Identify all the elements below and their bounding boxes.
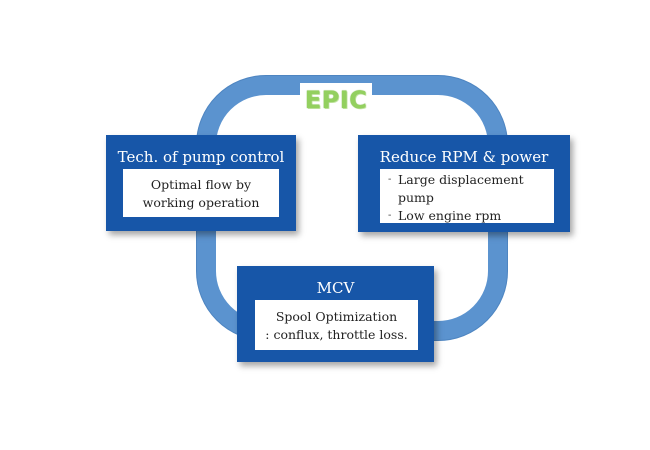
mcv-title: MCV xyxy=(316,279,355,297)
pump-control-box: Tech. of pump control Optimal flow by wo… xyxy=(106,135,296,231)
bullet-mark: - xyxy=(388,174,392,185)
center-label-background xyxy=(300,83,372,117)
pump-control-line: Optimal flow by xyxy=(150,177,252,192)
mcv-body: Spool Optimization : conflux, throttle l… xyxy=(255,300,418,350)
bullet-text: pump xyxy=(398,190,434,205)
bullet-text: Large displacement xyxy=(398,172,524,187)
pump-control-title: Tech. of pump control xyxy=(117,148,285,166)
bullet-item: - Large displacement xyxy=(388,171,548,189)
pump-control-line: working operation xyxy=(142,195,260,210)
reduce-rpm-title: Reduce RPM & power xyxy=(379,148,549,166)
reduce-rpm-box: Reduce RPM & power - Large displacement … xyxy=(358,135,570,232)
bullet-item: - Low engine rpm xyxy=(388,207,548,225)
mcv-line: Spool Optimization xyxy=(275,309,398,324)
bullet-mark: - xyxy=(388,210,392,221)
center-label: EPIC xyxy=(304,86,368,114)
bullet-text: Low engine rpm xyxy=(398,208,502,223)
bullet-item: pump xyxy=(388,189,548,207)
reduce-rpm-body: - Large displacement pump - Low engine r… xyxy=(380,169,554,223)
mcv-line: : conflux, throttle loss. xyxy=(265,327,408,342)
mcv-box: MCV Spool Optimization : conflux, thrott… xyxy=(237,266,434,362)
pump-control-body: Optimal flow by working operation xyxy=(123,169,279,217)
bullet-mark xyxy=(388,189,398,207)
